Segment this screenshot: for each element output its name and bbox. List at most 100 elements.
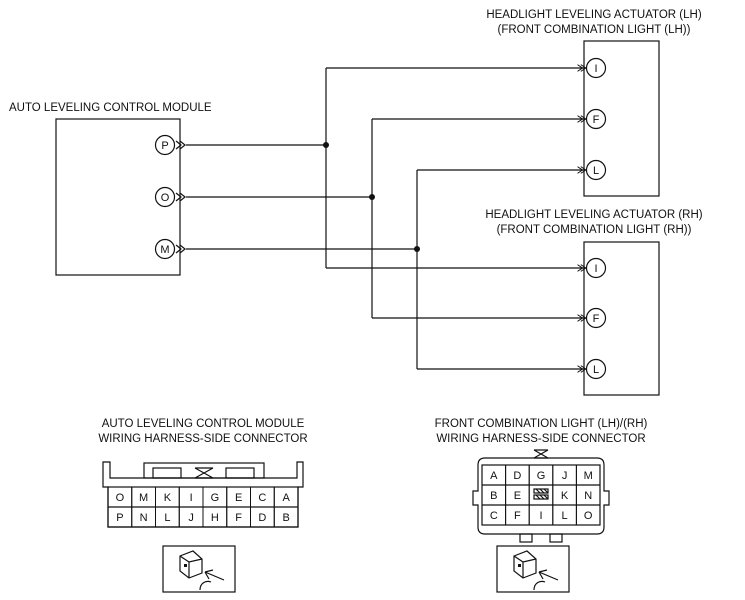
cavity-e: E: [226, 486, 251, 508]
svg-text:M: M: [139, 492, 148, 504]
svg-text:N: N: [140, 512, 148, 524]
svg-text:L: L: [562, 510, 568, 522]
connector-view-arrow-icon: [513, 550, 559, 591]
svg-text:O: O: [584, 510, 593, 522]
connector-view-arrow-icon: [179, 550, 225, 591]
cavity-m: M: [131, 486, 156, 508]
cavity-a: A: [273, 486, 299, 508]
cavity-g: G: [528, 464, 554, 486]
light-connector-subtitle: WIRING HARNESS-SIDE CONNECTOR: [436, 433, 645, 445]
rh-pin-f: F: [585, 307, 607, 329]
svg-text:F: F: [593, 114, 600, 126]
svg-text:L: L: [593, 364, 599, 376]
svg-text:D: D: [513, 470, 521, 482]
module-pin-p: P: [154, 134, 176, 156]
svg-text:E: E: [235, 492, 242, 504]
module-connector-title: AUTO LEVELING CONTROL MODULE: [102, 418, 305, 430]
cavity-e: E: [505, 484, 530, 506]
svg-text:O: O: [161, 192, 170, 204]
svg-text:K: K: [164, 492, 172, 504]
light-connector-cells: A D G J M B E K N C F I L O: [481, 464, 601, 526]
cavity-o: O: [107, 486, 133, 508]
cavity-l: L: [552, 504, 577, 526]
cavity-k: K: [155, 486, 180, 508]
svg-text:I: I: [594, 263, 597, 275]
svg-text:O: O: [116, 492, 125, 504]
cavity-a: A: [481, 464, 507, 486]
control-module-box: [55, 118, 181, 276]
lock-x-icon: [533, 449, 549, 459]
blank-cavity-mark: [533, 488, 549, 500]
terminal-mark: [175, 244, 186, 254]
module-connector-subtitle: WIRING HARNESS-SIDE CONNECTOR: [98, 433, 307, 445]
svg-text:G: G: [537, 470, 546, 482]
svg-text:F: F: [514, 510, 521, 522]
module-title: AUTO LEVELING CONTROL MODULE: [9, 102, 212, 114]
light-connector-title: FRONT COMBINATION LIGHT (LH)/(RH): [435, 418, 648, 430]
svg-text:F: F: [593, 313, 600, 325]
svg-text:C: C: [490, 510, 498, 522]
module-pin-o: O: [154, 186, 176, 208]
svg-text:C: C: [258, 492, 266, 504]
module-pin-m: M: [154, 238, 176, 260]
lock-x-icon: [194, 467, 214, 479]
cavity-p: P: [107, 506, 133, 528]
svg-text:P: P: [161, 140, 168, 152]
rh-actuator-title: HEADLIGHT LEVELING ACTUATOR (RH): [485, 209, 702, 221]
splice-p: [323, 142, 329, 148]
splice-m: [414, 246, 420, 252]
cavity-g: G: [202, 486, 228, 508]
cavity-o: O: [575, 504, 601, 526]
cavity-f: F: [505, 504, 530, 526]
svg-text:A: A: [282, 492, 290, 504]
svg-text:K: K: [561, 490, 569, 502]
svg-text:I: I: [594, 63, 597, 75]
svg-text:J: J: [188, 512, 194, 524]
cavity-n: N: [131, 506, 156, 528]
lh-actuator-box: [583, 40, 660, 197]
cavity-c: C: [250, 486, 275, 508]
cavity-m: M: [575, 464, 601, 486]
svg-text:A: A: [490, 470, 498, 482]
connector-view-frame: [496, 545, 570, 593]
cavity-l: L: [155, 506, 180, 528]
svg-text:L: L: [164, 512, 170, 524]
cavity-h: H: [202, 506, 228, 528]
cavity-f: F: [226, 506, 251, 528]
svg-text:L: L: [593, 165, 599, 177]
cavity-d: D: [250, 506, 275, 528]
splice-o: [369, 194, 375, 200]
svg-text:I: I: [539, 510, 542, 522]
cavity-j: J: [552, 464, 577, 486]
cavity-j: J: [178, 506, 204, 528]
lh-pin-f: F: [585, 108, 607, 130]
svg-text:N: N: [584, 490, 592, 502]
cavity-b: B: [481, 484, 507, 506]
rh-pin-l: L: [585, 358, 607, 380]
lh-pin-i: I: [585, 57, 607, 79]
cavity-b: B: [273, 506, 299, 528]
terminal-mark: [175, 192, 186, 202]
svg-text:F: F: [235, 512, 242, 524]
terminal-mark: [175, 140, 186, 150]
svg-text:B: B: [490, 490, 497, 502]
svg-text:I: I: [190, 492, 193, 504]
lh-pin-l: L: [585, 159, 607, 181]
cavity-i: I: [528, 504, 554, 526]
cavity-n: N: [575, 484, 601, 506]
rh-actuator-subtitle: (FRONT COMBINATION LIGHT (RH)): [497, 224, 692, 236]
svg-text:M: M: [160, 244, 169, 256]
rh-pin-i: I: [585, 257, 607, 279]
svg-text:J: J: [562, 470, 568, 482]
svg-text:G: G: [211, 492, 220, 504]
svg-text:M: M: [584, 470, 593, 482]
lh-actuator-title: HEADLIGHT LEVELING ACTUATOR (LH): [486, 9, 702, 21]
lh-actuator-subtitle: (FRONT COMBINATION LIGHT (LH)): [498, 24, 691, 36]
svg-text:P: P: [116, 512, 123, 524]
cavity-d: D: [505, 464, 530, 486]
rh-actuator-box: [583, 241, 660, 396]
svg-text:E: E: [514, 490, 521, 502]
svg-text:B: B: [282, 512, 289, 524]
